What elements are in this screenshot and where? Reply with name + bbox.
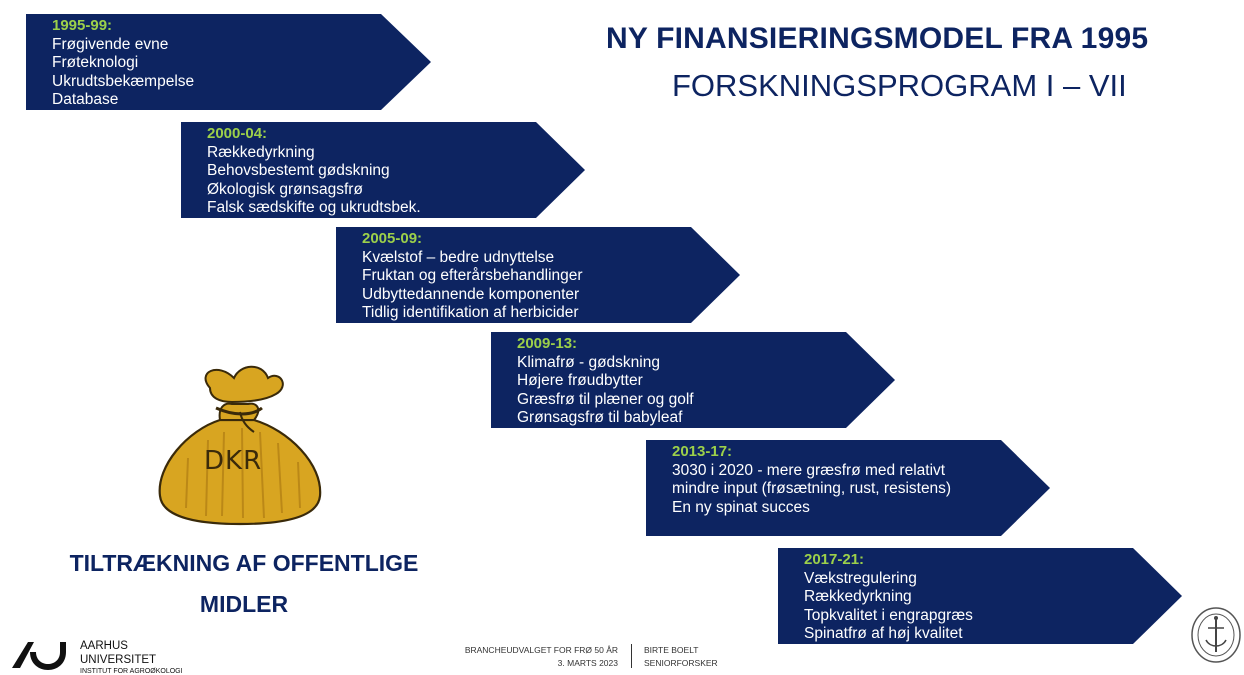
program-item: Rækkedyrkning (207, 143, 315, 161)
program-item: Tidlig identifikation af herbicider (362, 304, 579, 322)
arrow-shape (26, 14, 431, 110)
program-item: Økologisk grønsagsfrø (207, 180, 363, 198)
footer-event-line1: BRANCHEUDVALGET FOR FRØ 50 ÅR (464, 645, 618, 655)
program-period: 2005-09: (362, 230, 423, 247)
program-item: Udbyttedannende komponenter (362, 285, 580, 303)
footer-event-line2: 3. MARTS 2023 (557, 658, 618, 668)
program-text: 1995-99: Frøgivende evne Frøteknologi Uk… (52, 17, 194, 110)
university-seal-icon (1190, 606, 1242, 664)
program-arrow-2000-04: 2000-04: Rækkedyrkning Behovsbestemt gød… (181, 122, 585, 218)
university-logo: AARHUS UNIVERSITET INSTITUT FOR AGROØKOL… (10, 636, 240, 675)
footer-author-name: BIRTE BOELT (644, 645, 699, 655)
program-item: Kvælstof – bedre udnyttelse (362, 248, 555, 266)
program-item: 3030 i 2020 - mere græsfrø med relativt (672, 461, 946, 479)
bag-label: DKR (204, 446, 263, 476)
program-item: Fruktan og efterårsbehandlinger (362, 267, 583, 285)
arrow-shape (778, 548, 1182, 644)
program-period: 2000-04: (207, 125, 268, 142)
program-arrow-2013-17: 2013-17: 3030 i 2020 - mere græsfrø med … (646, 440, 1050, 536)
program-item: Database (52, 91, 119, 109)
arrow-shape (491, 332, 895, 428)
arrow-shape (336, 227, 740, 323)
program-item: Frøteknologi (52, 54, 139, 72)
program-text: 2013-17: 3030 i 2020 - mere græsfrø med … (672, 443, 951, 517)
program-item: Topkvalitet i engrapgræs (804, 606, 973, 624)
program-arrow-2005-09: 2005-09: Kvælstof – bedre udnyttelse Fru… (336, 227, 740, 323)
program-item: Klimafrø - gødskning (517, 353, 660, 371)
program-text: 2017-21: Vækstregulering Rækkedyrkning T… (804, 551, 973, 644)
program-arrow-2017-21: 2017-21: Vækstregulering Rækkedyrkning T… (778, 548, 1182, 644)
footer-author-title: SENIORFORSKER (644, 658, 718, 668)
program-arrow-1995-99: 1995-99: Frøgivende evne Frøteknologi Uk… (26, 14, 431, 110)
logo-text-line1: AARHUS (80, 640, 128, 652)
program-item: Falsk sædskifte og ukrudtsbek. (207, 199, 421, 217)
page-subtitle: FORSKNINGSPROGRAM I – VII (672, 68, 1127, 103)
program-period: 2013-17: (672, 443, 733, 460)
au-logo-icon (12, 642, 66, 670)
bag-caption-line2: MIDLER (199, 591, 289, 617)
program-period: 1995-99: (52, 17, 113, 34)
program-item: Grønsagsfrø til babyleaf (517, 409, 683, 427)
program-text: 2009-13: Klimafrø - gødskning Højere frø… (517, 335, 694, 428)
program-item: Rækkedyrkning (804, 588, 912, 606)
logo-text-line2: UNIVERSITET (80, 654, 157, 666)
logo-text-line3: INSTITUT FOR AGROØKOLOGI (80, 668, 183, 675)
program-item: Spinatfrø af høj kvalitet (804, 625, 963, 643)
program-arrow-2009-13: 2009-13: Klimafrø - gødskning Højere frø… (491, 332, 895, 428)
arrow-shape (181, 122, 585, 218)
program-item: mindre input (frøsætning, rust, resisten… (672, 480, 952, 498)
program-item: Frøgivende evne (52, 35, 169, 53)
arrow-shape (646, 440, 1050, 536)
program-item: En ny spinat succes (672, 498, 810, 516)
program-item: Græsfrø til plæner og golf (517, 390, 694, 408)
bag-caption: TILTRÆKNING AF OFFENTLIGE MIDLER (20, 543, 468, 625)
program-text: 2005-09: Kvælstof – bedre udnyttelse Fru… (362, 230, 583, 323)
program-item: Behovsbestemt gødskning (207, 162, 390, 180)
footer-divider (631, 644, 632, 668)
money-bag-icon: DKR (148, 358, 328, 528)
bag-caption-line1: TILTRÆKNING AF OFFENTLIGE (69, 550, 419, 576)
program-period: 2017-21: (804, 551, 865, 568)
page-title: NY FINANSIERINGSMODEL FRA 1995 (606, 22, 1149, 55)
program-period: 2009-13: (517, 335, 578, 352)
program-item: Vækstregulering (804, 569, 917, 587)
program-item: Højere frøudbytter (517, 372, 643, 390)
program-item: Ukrudtsbekæmpelse (52, 72, 195, 90)
program-text: 2000-04: Rækkedyrkning Behovsbestemt gød… (207, 125, 421, 218)
